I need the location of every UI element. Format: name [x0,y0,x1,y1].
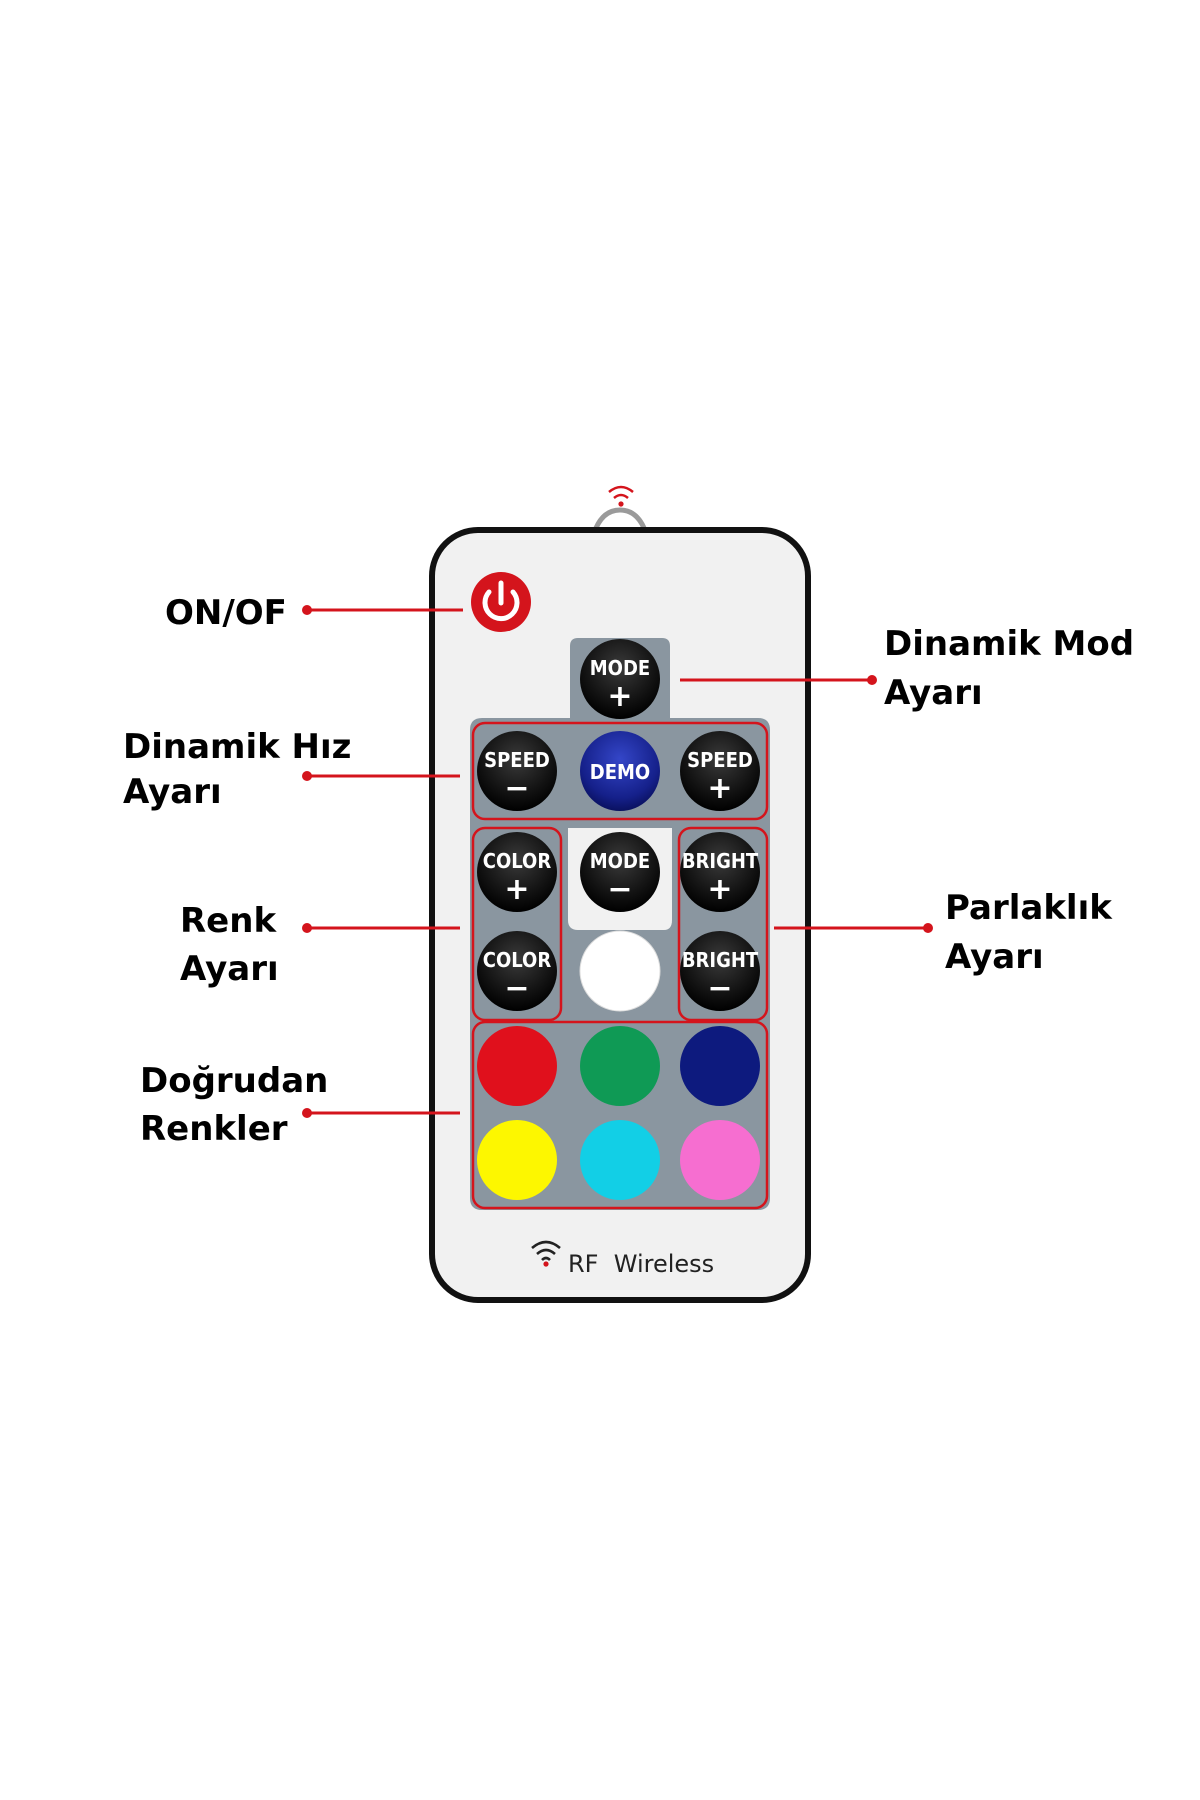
speed-minus-button[interactable]: SPEED − [477,731,557,811]
mode-minus-button[interactable]: MODE − [580,832,660,912]
antenna-wifi-icon [608,485,634,507]
color-plus-label: COLOR [483,849,552,873]
speed-plus-sign: + [707,771,732,806]
mode-callout-dot [867,675,877,685]
mode-callout-line2: Ayarı [884,673,983,713]
power-callout-dot [302,605,312,615]
color-minus-sign: − [504,971,529,1006]
direct-colors-group-outline [471,1020,769,1210]
callouts [302,605,933,1118]
power-button[interactable] [471,572,531,632]
speed-minus-sign: − [504,771,529,806]
white-color-button[interactable] [579,930,661,1012]
mode-plus-sign: + [607,679,632,714]
speed-group-outline [471,721,769,821]
pink-color-button[interactable] [680,1120,760,1200]
speed-plus-button[interactable]: SPEED + [680,731,760,811]
rf-wireless-label: RF Wireless [568,1250,714,1278]
mode-callout-line1: Dinamik Mod [884,624,1134,664]
color-callout-dot [302,923,312,933]
power-callout-label: ON/OF [165,593,287,633]
speed-minus-label: SPEED [484,748,550,772]
speed-callout-dot [302,771,312,781]
cyan-color-button[interactable] [580,1120,660,1200]
direct-colors-callout-dot [302,1108,312,1118]
color-plus-button[interactable]: COLOR + [477,832,557,912]
power-icon [482,580,520,622]
color-group-outline [471,826,563,1022]
mode-minus-sign: − [607,872,632,907]
bright-minus-label: BRIGHT [682,948,759,972]
color-callout-line2: Ayarı [180,949,279,989]
speed-callout-line1: Dinamik Hız [123,727,351,767]
antenna-loop [591,507,649,534]
color-plus-sign: + [504,872,529,907]
bright-minus-button[interactable]: BRIGHT − [680,931,760,1011]
bright-plus-button[interactable]: BRIGHT + [680,832,760,912]
bright-callout-line1: Parlaklık [945,888,1113,928]
remote: MODE + SPEED − DEMO SPEED + COLOR + [429,485,811,1303]
speed-plus-label: SPEED [687,748,753,772]
mode-plus-label: MODE [590,656,650,680]
blue-color-button[interactable] [680,1026,760,1106]
mode-minus-label: MODE [590,849,650,873]
bright-plus-sign: + [707,872,732,907]
yellow-color-button[interactable] [477,1120,557,1200]
color-minus-button[interactable]: COLOR − [477,931,557,1011]
demo-label: DEMO [590,760,650,784]
color-minus-label: COLOR [483,948,552,972]
direct-colors-callout-line1: Doğrudan [140,1061,328,1101]
bright-callout-dot [923,923,933,933]
speed-callout-line2: Ayarı [123,772,222,812]
bright-callout-line2: Ayarı [945,937,1044,977]
demo-button[interactable]: DEMO [580,731,660,811]
wifi-icon [531,1240,561,1267]
green-color-button[interactable] [580,1026,660,1106]
mode-plus-button[interactable]: MODE + [580,639,660,719]
bright-minus-sign: − [707,971,732,1006]
red-color-button[interactable] [477,1026,557,1106]
bright-group-outline [677,826,769,1022]
direct-colors-callout-line2: Renkler [140,1109,288,1149]
color-callout-line1: Renk [180,901,277,941]
bright-plus-label: BRIGHT [682,849,759,873]
